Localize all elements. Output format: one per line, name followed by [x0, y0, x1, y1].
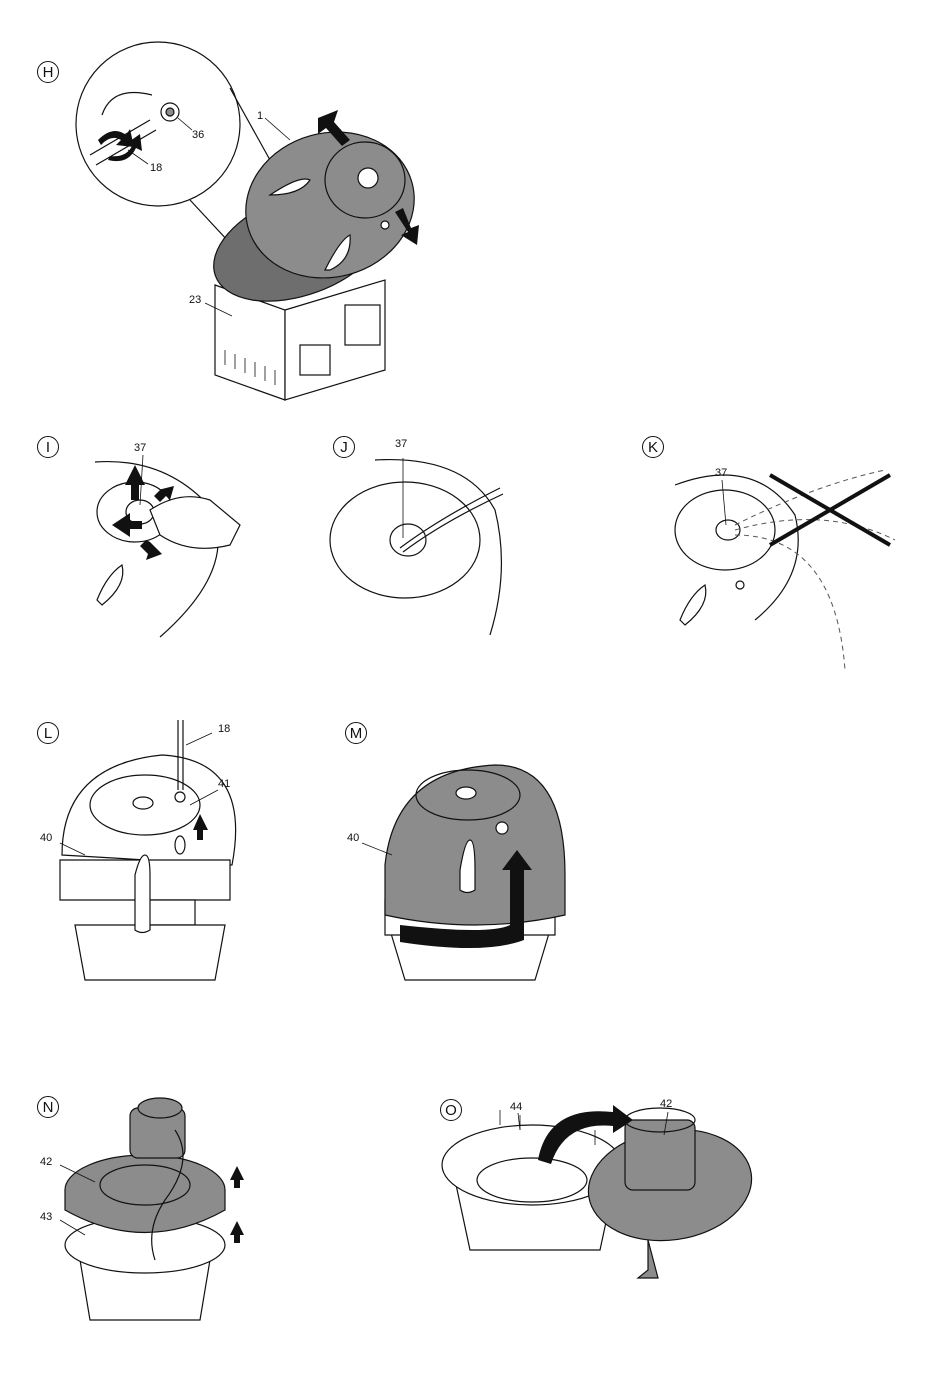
callout-h-23: 23 [189, 294, 201, 306]
illustration-n-lift-motor-unit [0, 1090, 300, 1330]
figure-n: N 42 43 [0, 1090, 300, 1330]
figure-j: J 37 [300, 430, 600, 630]
callout-h-18: 18 [150, 162, 162, 174]
callout-l-18: 18 [218, 723, 230, 735]
illustration-j-insert-wire [300, 430, 600, 630]
figure-o: O 44 42 [420, 1090, 950, 1290]
callout-l-40: 40 [40, 832, 52, 844]
callout-h-36: 36 [192, 129, 204, 141]
figure-k: K 37 [640, 430, 950, 630]
callout-o-44: 44 [510, 1101, 522, 1113]
callout-i-37: 37 [134, 442, 146, 454]
illustration-h-pump-housing-removal [0, 0, 950, 420]
callout-h-1: 1 [257, 110, 263, 122]
illustration-k-no-compressed-air [640, 430, 950, 630]
callout-k-37: 37 [715, 467, 727, 479]
figure-i: I 37 [0, 430, 300, 630]
callout-l-41: 41 [218, 778, 230, 790]
callout-m-40: 40 [347, 832, 359, 844]
callout-o-42: 42 [660, 1098, 672, 1110]
callout-n-42: 42 [40, 1156, 52, 1168]
callout-j-37: 37 [395, 438, 407, 450]
illustration-m-twist-off-housing [300, 715, 600, 985]
figure-h: H 1 36 18 23 [0, 0, 950, 420]
figure-l: L 18 41 40 [0, 715, 300, 985]
illustration-i-unscrew-plug [0, 430, 300, 630]
callout-n-43: 43 [40, 1211, 52, 1223]
figure-m: M 40 [300, 715, 600, 985]
illustration-l-upper-housing-lift [0, 715, 300, 985]
illustration-o-swing-aside-motor-unit [420, 1090, 950, 1290]
